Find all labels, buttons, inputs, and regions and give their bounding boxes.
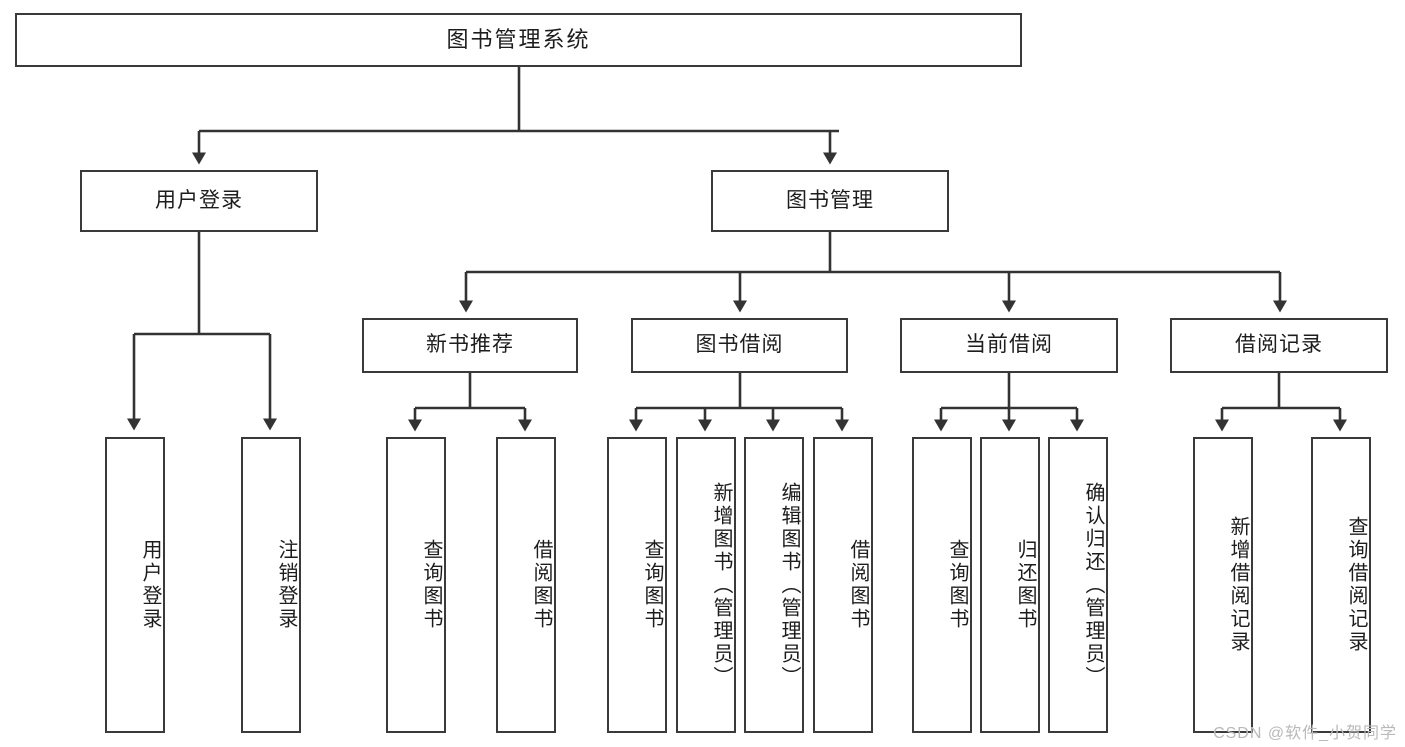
node-leaf-query-borrow-record[interactable]: 查询借阅记录 [1311, 437, 1371, 733]
node-leaf-query-book-current[interactable]: 查询图书 [912, 437, 972, 733]
node-label: 新增图书（管理员） [710, 481, 732, 689]
node-leaf-query-book-newbook[interactable]: 查询图书 [386, 437, 446, 733]
node-leaf-edit-book-admin[interactable]: 编辑图书（管理员） [744, 437, 804, 733]
node-label: 查询图书 [420, 539, 442, 631]
node-label: 图书管理系统 [446, 27, 591, 53]
node-leaf-add-borrow-record[interactable]: 新增借阅记录 [1193, 437, 1253, 733]
node-leaf-lend-book[interactable]: 借阅图书 [813, 437, 873, 733]
node-label: 新增借阅记录 [1227, 516, 1249, 654]
node-label: 用户登录 [139, 539, 161, 631]
node-label: 编辑图书（管理员） [778, 481, 800, 689]
node-label: 查询借阅记录 [1345, 516, 1367, 654]
node-root-book-management-system[interactable]: 图书管理系统 [15, 13, 1022, 67]
node-label: 借阅记录 [1235, 333, 1323, 357]
node-leaf-add-book-admin[interactable]: 新增图书（管理员） [676, 437, 736, 733]
node-label: 新书推荐 [426, 333, 514, 357]
node-book-borrowing[interactable]: 图书借阅 [631, 318, 848, 373]
node-label: 查询图书 [641, 539, 663, 631]
node-label: 借阅图书 [847, 539, 869, 631]
csdn-watermark: CSDN @软件_小贺同学 [1213, 725, 1397, 742]
node-leaf-logout[interactable]: 注销登录 [241, 437, 301, 733]
node-label: 注销登录 [275, 539, 297, 631]
node-label: 归还图书 [1014, 539, 1036, 631]
node-label: 查询图书 [946, 539, 968, 631]
node-label: 当前借阅 [965, 333, 1053, 357]
node-borrowing-records[interactable]: 借阅记录 [1170, 318, 1388, 373]
node-leaf-return-book[interactable]: 归还图书 [980, 437, 1040, 733]
node-user-login[interactable]: 用户登录 [80, 170, 318, 232]
node-label: 图书借阅 [695, 333, 784, 357]
node-label: 确认归还（管理员） [1082, 481, 1104, 689]
node-label: 用户登录 [155, 188, 243, 212]
node-label: 图书管理 [786, 188, 874, 212]
node-leaf-user-login[interactable]: 用户登录 [105, 437, 165, 733]
node-leaf-confirm-return-admin[interactable]: 确认归还（管理员） [1048, 437, 1108, 733]
node-leaf-borrow-book-newbook[interactable]: 借阅图书 [496, 437, 556, 733]
node-new-book-recommendation[interactable]: 新书推荐 [362, 318, 578, 373]
node-leaf-query-book-borrow[interactable]: 查询图书 [607, 437, 667, 733]
node-book-management[interactable]: 图书管理 [711, 170, 949, 232]
node-current-borrowing[interactable]: 当前借阅 [900, 318, 1118, 373]
node-label: 借阅图书 [530, 539, 552, 631]
